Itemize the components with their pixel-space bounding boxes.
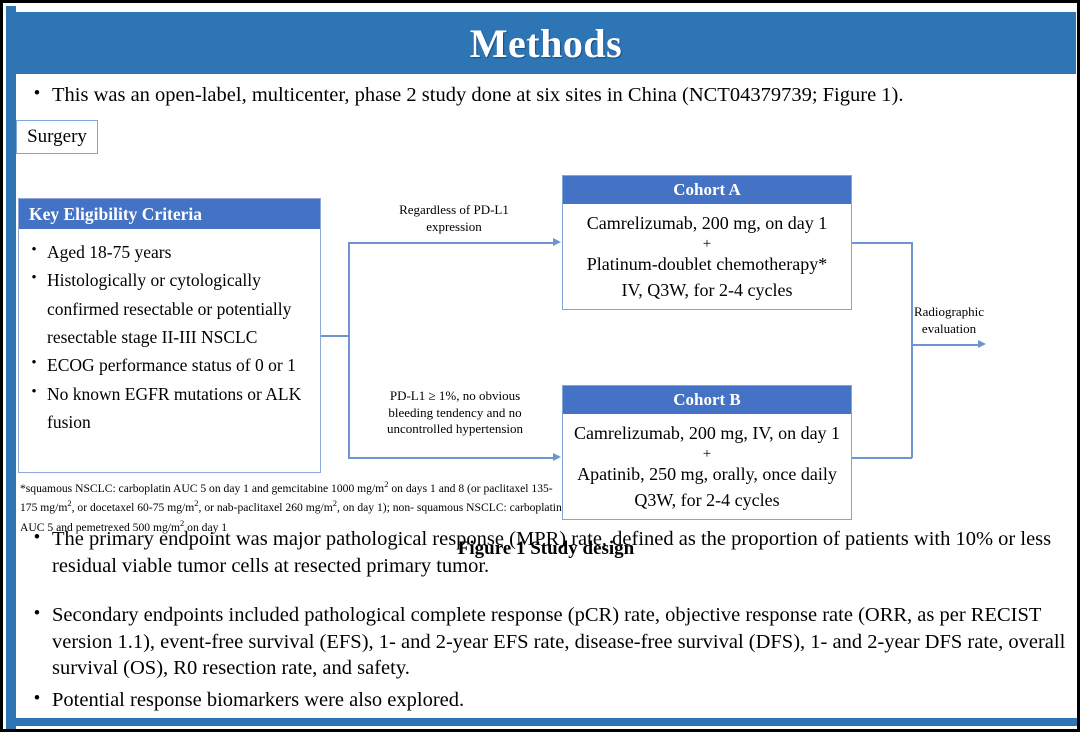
connector-to-cohort-a [348,242,554,244]
eligibility-item-text: Aged 18-75 years [47,242,172,262]
connector-right-vertical [911,242,913,458]
left-accent-stripe [6,6,16,729]
footnote-line2-b: , or docetaxel 60-75 mg/m [71,501,195,515]
footnote-line2-a: paclitaxel 135-175 mg/m [20,481,553,515]
eligibility-item-text: Histologically or cytologically confirme… [47,270,292,348]
footnote-sup: 2 [194,498,199,509]
bullet-marker-icon: • [33,527,41,548]
connector-eligibility-stub [321,335,349,337]
lead-bullet-text: This was an open-label, multicenter, pha… [52,84,904,106]
cohort-a-line3: IV, Q3W, for 2-4 cycles [621,279,793,300]
list-item: • No known EGFR mutations or ALK fusion [21,380,314,437]
list-item: • Histologically or cytologically confir… [21,266,314,351]
chemotherapy-footnote: *squamous NSCLC: carboplatin AUC 5 on da… [20,478,565,536]
bullet-text: Potential response biomarkers were also … [52,689,465,711]
footnote-line3-a: squamous NSCLC: carboplatin AUC 5 and pe… [20,501,562,534]
cohort-a-plus: + [702,235,712,252]
lead-bullet: • This was an open-label, multicenter, p… [22,82,1068,109]
footnote-sup: 2 [180,517,185,528]
footnote-line1-b: on days 1 and 8 (or [388,481,481,495]
cohort-a-header: Cohort A [563,176,851,204]
page-title: Methods [469,20,623,66]
bullet-primary-endpoint: • The primary endpoint was major patholo… [22,526,1068,579]
footnote-sup: 2 [67,498,72,509]
figure-caption: Figure 1 Study design [457,538,635,559]
bullet-biomarkers: • Potential response biomarkers were als… [22,687,1068,714]
bullet-marker-icon: • [31,270,37,287]
cohort-b-line3: Q3W, for 2-4 cycles [634,489,780,510]
cohort-b-line1: Camrelizumab, 200 mg, IV, on day 1 [573,423,841,443]
footnote-line2-c: , or nab-paclitaxel 260 mg/m [198,501,333,515]
bottom-accent-stripe [6,718,1077,726]
connector-cohort-a-out [852,242,912,244]
cohort-b-plus: + [702,445,712,462]
bullet-text: The primary endpoint was major pathologi… [52,528,1052,577]
cohort-a-box: Cohort A Camrelizumab, 200 mg, on day 1 … [562,175,852,310]
slide-title-bar: Methods [16,12,1076,74]
list-item: • ECOG performance status of 0 or 1 [21,351,314,379]
footnote-line2-d: , on day 1); non- [337,501,414,515]
bullet-secondary-endpoints: • Secondary endpoints included pathologi… [22,602,1068,682]
bullet-marker-icon: • [33,83,41,104]
bullet-marker-icon: • [31,355,37,372]
list-item: • Aged 18-75 years [21,238,314,266]
study-design-figure: Key Eligibility Criteria • Aged 18-75 ye… [16,120,1076,559]
cohort-a-body: Camrelizumab, 200 mg, on day 1 + Platinu… [563,204,851,304]
footnote-sup: 2 [332,498,338,509]
connector-left-vertical [348,242,350,458]
cohort-a-line2: Platinum-doublet chemotherapy* [586,253,828,274]
footnote-line1-a: *squamous NSCLC: carboplatin AUC 5 on da… [20,481,385,495]
arrowhead-cohort-a-icon [553,238,561,246]
bullet-marker-icon: • [33,688,41,709]
arrowhead-surgery-icon [978,340,986,348]
connector-label-bottom: PD-L1 ≥ 1%, no obvious bleeding tendency… [386,388,524,437]
cohort-b-box: Cohort B Camrelizumab, 200 mg, IV, on da… [562,385,852,520]
bullet-marker-icon: • [31,242,37,258]
eligibility-item-text: No known EGFR mutations or ALK fusion [47,383,302,433]
eligibility-list: • Aged 18-75 years • Histologically or c… [19,229,320,436]
surgery-box: Surgery [16,120,98,154]
eligibility-item-text: ECOG performance status of 0 or 1 [47,355,296,376]
cohort-b-body: Camrelizumab, 200 mg, IV, on day 1 + Apa… [563,414,851,514]
connector-label-top: Regardless of PD-L1 expression [399,202,509,234]
connector-to-cohort-b [348,457,554,459]
slide-body: • This was an open-label, multicenter, p… [16,74,1076,724]
cohort-a-line1: Camrelizumab, 200 mg, on day 1 [586,213,828,233]
eligibility-criteria-box: Key Eligibility Criteria • Aged 18-75 ye… [18,198,321,473]
cohort-b-line2: Apatinib, 250 mg, orally, once daily [577,463,837,484]
arrowhead-cohort-b-icon [553,453,561,461]
eligibility-header: Key Eligibility Criteria [19,199,320,229]
bullet-marker-icon: • [33,603,41,624]
connector-to-surgery [911,344,979,346]
footnote-line3-b: on day 1 [184,520,228,534]
bullet-marker-icon: • [31,383,37,400]
surgery-label: Surgery [27,126,87,147]
footnote-sup: 2 [384,479,389,489]
bullet-text: Secondary endpoints included pathologica… [52,604,1066,680]
connector-cohort-b-out [852,457,912,459]
connector-label-right: Radiographic evaluation [913,304,985,336]
cohort-b-header: Cohort B [563,386,851,414]
